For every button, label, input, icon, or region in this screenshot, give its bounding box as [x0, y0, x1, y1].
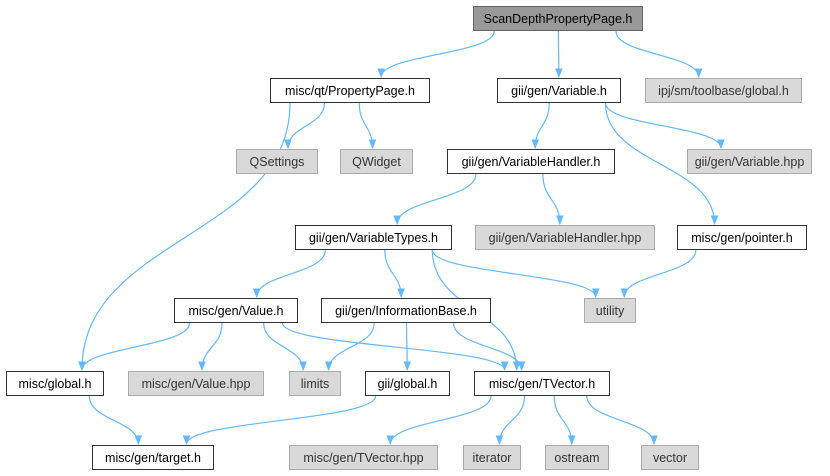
edge-root-to-propertypage — [377, 30, 495, 78]
node-tvector[interactable]: misc/gen/TVector.h — [474, 371, 610, 396]
node-root[interactable]: ScanDepthPropertyPage.h — [473, 6, 643, 31]
node-variablehandler-hpp: gii/gen/VariableHandler.hpp — [475, 225, 655, 250]
edge-variabletypes-to-informationbase — [384, 249, 405, 298]
node-value-hpp: misc/gen/Value.hpp — [128, 371, 264, 396]
node-variable[interactable]: gii/gen/Variable.h — [497, 78, 621, 103]
node-value[interactable]: misc/gen/Value.h — [174, 298, 298, 323]
node-propertypage[interactable]: misc/qt/PropertyPage.h — [270, 78, 430, 103]
edge-informationbase-to-limits — [324, 322, 375, 371]
node-variablehandler[interactable]: gii/gen/VariableHandler.h — [447, 149, 615, 174]
node-variabletypes[interactable]: gii/gen/VariableTypes.h — [295, 225, 452, 250]
edge-value-to-miscglobal — [78, 322, 191, 371]
edge-informationbase-to-tvector — [453, 322, 526, 371]
edge-value-to-tvector — [281, 322, 509, 371]
node-vector: vector — [641, 445, 699, 470]
edge-root-to-toolbase — [615, 30, 703, 78]
edge-variable-to-variablehpp — [604, 102, 725, 149]
node-limits: limits — [289, 371, 341, 396]
edge-value-to-valuehpp — [198, 322, 223, 371]
edge-value-to-limits — [263, 322, 307, 371]
node-toolbase-global: ipj/sm/toolbase/global.h — [645, 78, 802, 103]
edge-variablehandler-to-variablehandlerhpp — [542, 173, 564, 225]
node-tvector-hpp: misc/gen/TVector.hpp — [289, 445, 438, 470]
edge-tvector-to-iterator — [495, 395, 526, 445]
edge-pointer-to-utility — [620, 249, 697, 298]
node-pointer[interactable]: misc/gen/pointer.h — [677, 225, 807, 250]
edge-variablehandler-to-variabletypes — [393, 173, 477, 225]
node-informationbase[interactable]: gii/gen/InformationBase.h — [321, 298, 491, 323]
edge-propertypage-to-qsettings — [284, 102, 326, 149]
edge-giiglobal-to-target — [182, 395, 377, 445]
node-iterator: iterator — [463, 445, 521, 470]
node-variable-hpp: gii/gen/Variable.hpp — [687, 149, 812, 174]
edge-variable-to-variablehandler — [531, 102, 550, 149]
node-ostream: ostream — [545, 445, 609, 470]
edge-variabletypes-to-value — [252, 249, 326, 298]
edge-variable-to-pointer — [604, 102, 719, 225]
edge-root-to-variable — [555, 30, 563, 78]
edge-tvector-to-vector — [586, 395, 658, 445]
node-qsettings: QSettings — [236, 149, 318, 174]
node-target[interactable]: misc/gen/target.h — [92, 445, 214, 470]
edge-informationbase-to-giiglobal — [403, 322, 412, 371]
edge-tvector-to-tvectorhpp — [386, 395, 492, 445]
edge-tvector-to-ostream — [553, 395, 576, 445]
node-utility: utility — [584, 298, 636, 323]
node-gii-global[interactable]: gii/global.h — [365, 371, 450, 396]
node-qwidget: QWidget — [340, 149, 413, 174]
node-misc-global[interactable]: misc/global.h — [6, 371, 104, 396]
edge-miscglobal-to-target — [88, 395, 143, 445]
edge-propertypage-to-qwidget — [358, 102, 377, 149]
edge-variabletypes-to-utility — [431, 249, 600, 298]
